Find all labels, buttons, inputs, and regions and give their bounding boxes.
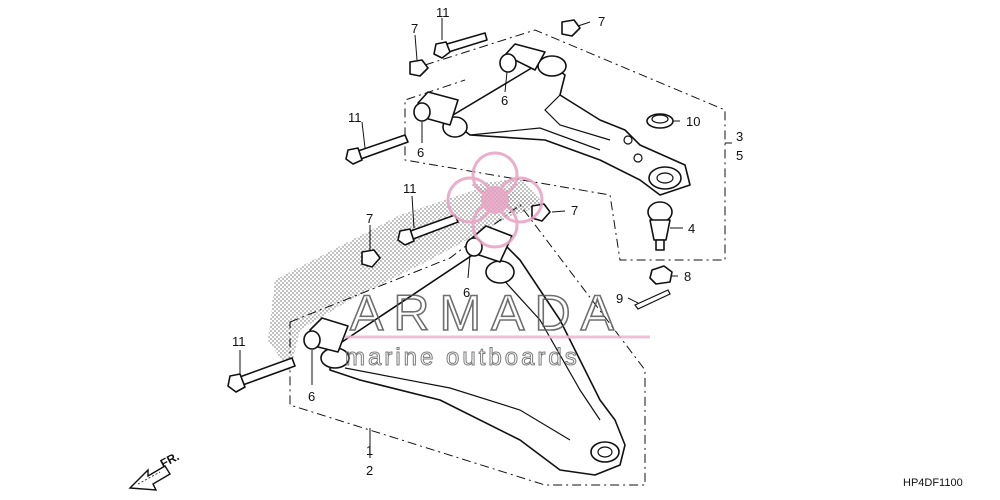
callout-1: 1 [366,443,373,458]
bolt-top [433,32,488,59]
callout-6: 6 [417,145,424,160]
front-direction-indicator: FR. [128,449,181,491]
callout-11: 11 [436,5,450,20]
callout-2: 2 [366,463,373,478]
callout-4: 4 [688,221,695,236]
callout-6: 6 [463,285,470,300]
watermark: ARMADA marine outboards [345,151,650,372]
castle-nut [649,265,673,285]
cotter-pin [634,289,671,310]
watermark-center [481,186,509,214]
callout-11: 11 [348,110,362,125]
callout-9: 9 [616,291,623,306]
bushing-upper-rear [413,91,459,126]
diagram-code: HP4DF1100 [903,477,963,489]
ball-joint [647,201,673,251]
bolt-upper-left [345,134,409,165]
callout-numbers: 11 7 7 6 11 6 10 3 5 4 11 7 7 6 8 9 11 6… [232,5,743,478]
bolt-lower-left [227,357,296,393]
upper-arm [442,55,691,196]
leader-lines [239,18,732,458]
callout-10: 10 [686,114,700,129]
bushing-upper-front [499,43,546,73]
callout-3: 3 [736,129,743,144]
callout-7: 7 [411,21,418,36]
watermark-brand: ARMADA [350,285,624,341]
callout-11: 11 [403,181,417,196]
nut-top-right [561,19,581,37]
callout-6: 6 [308,389,315,404]
nut-top-left [409,59,429,77]
callout-11: 11 [232,334,246,349]
bolt-lower-top [397,214,459,246]
callout-5: 5 [736,148,743,163]
callout-7: 7 [366,211,373,226]
nut-mid-left [361,249,381,268]
snap-ring [646,113,674,129]
bushing-lower-rear [303,317,349,353]
callout-7: 7 [571,203,578,218]
bushing-lower-front [465,225,513,263]
watermark-tagline: marine outboards [345,344,580,371]
callout-6: 6 [501,93,508,108]
callout-8: 8 [684,269,691,284]
upper-arm-group-box [404,29,726,261]
callout-7: 7 [598,14,605,29]
lower-arm [320,239,626,476]
